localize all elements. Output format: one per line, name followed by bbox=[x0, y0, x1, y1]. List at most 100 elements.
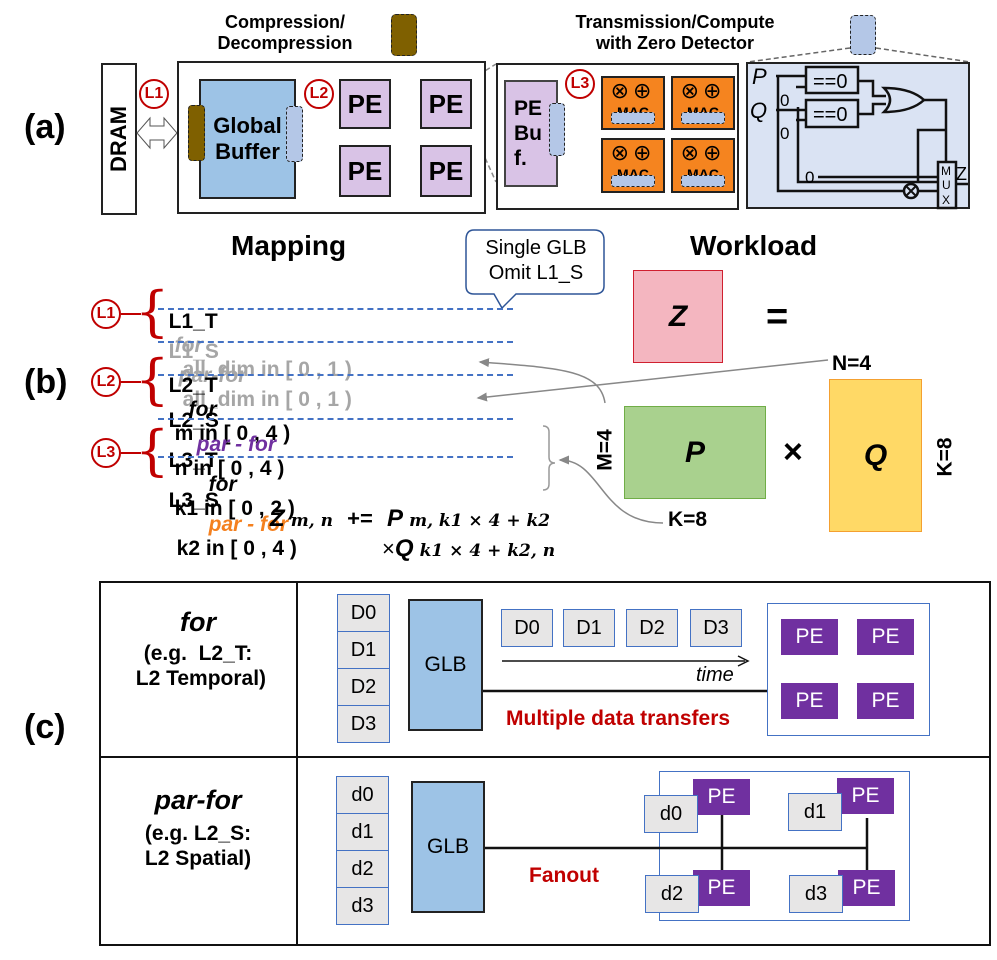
zero-detector-mac bbox=[681, 175, 725, 187]
loop-body: all_dim in [ 0 , 1 ) bbox=[182, 388, 352, 411]
mac-unit: ⊗⊕ MAC bbox=[601, 138, 665, 193]
eq-z: Z bbox=[270, 505, 285, 532]
loop-keyword: par - for bbox=[196, 433, 277, 456]
loop-body: k2 in [ 0 , 4 ) bbox=[176, 537, 297, 560]
row-for-title: for bbox=[180, 607, 216, 637]
zoom-line-circuit-left bbox=[747, 47, 851, 63]
pe-block: PE bbox=[838, 870, 895, 906]
loop-divider bbox=[158, 418, 513, 420]
matrix-z-label: Z bbox=[668, 299, 688, 333]
equation-line2: ×Q k1 × 4 + k2, n bbox=[382, 535, 555, 565]
pe-buffer-line3: f. bbox=[514, 147, 527, 170]
brace-connector-l1 bbox=[121, 313, 141, 315]
or-gate bbox=[880, 86, 926, 114]
pe-buffer-line1: PE bbox=[514, 97, 543, 120]
zero-detector-mac bbox=[681, 112, 725, 124]
brace-l3: { bbox=[135, 419, 170, 482]
wire-cmp1-or bbox=[858, 79, 886, 98]
eq-op: += bbox=[347, 506, 373, 531]
panel-a-label: (a) bbox=[24, 108, 66, 146]
loop-body: n in [ 0 , 4 ) bbox=[174, 457, 285, 480]
callout-bubble bbox=[465, 229, 605, 308]
transmission-caption-line2: with Zero Detector bbox=[595, 33, 755, 53]
mac-ops-icon: ⊗⊕ bbox=[680, 140, 726, 165]
pe-block: PE bbox=[420, 145, 472, 197]
mux-letter-u: U bbox=[942, 178, 951, 192]
dim-k-p: K=8 bbox=[668, 508, 708, 531]
loop-keyword: for bbox=[208, 473, 237, 496]
mac-unit: ⊗⊕ MAC bbox=[671, 138, 735, 193]
transmission-caption: Transmission/Compute with Zero Detector bbox=[555, 12, 795, 54]
panel-c-label: (c) bbox=[24, 708, 66, 746]
matrix-q-label: Q bbox=[863, 438, 888, 472]
fanout-lines bbox=[485, 815, 869, 872]
mac-ops-icon: ⊗⊕ bbox=[610, 140, 656, 165]
loop-l3-s: L3_S par - for k2 in [ 0 , 4 ) bbox=[157, 465, 297, 561]
circuit-input-p: P bbox=[752, 64, 767, 89]
comparator-q-label: ==0 bbox=[813, 104, 847, 126]
zoom-line-circuit-right bbox=[875, 47, 971, 63]
row-parfor-title: par-for bbox=[154, 785, 242, 815]
loop-l2-s: L2_S par - for n in [ 0 , 4 ) bbox=[157, 385, 285, 481]
zero-const-2: 0 bbox=[780, 124, 789, 143]
pe-block: PE bbox=[857, 619, 914, 655]
workload-title: Workload bbox=[690, 230, 818, 261]
row-for-lines bbox=[483, 655, 768, 693]
mapping-title: Mapping bbox=[231, 230, 347, 261]
compression-legend-swatch bbox=[391, 14, 417, 56]
pe-data-cell: d0 bbox=[644, 795, 698, 833]
sequence-cell: D1 bbox=[563, 609, 615, 647]
mapping-badge-l3: L3 bbox=[91, 438, 121, 468]
time-label: time bbox=[696, 664, 734, 686]
brace-l2: { bbox=[135, 348, 170, 411]
comparison-table bbox=[99, 581, 991, 946]
dram-glb-arrow bbox=[136, 116, 178, 150]
mux-letter-x: X bbox=[942, 193, 950, 207]
loop-divider bbox=[158, 456, 513, 458]
compression-caption: Compression/ Decompression bbox=[205, 12, 365, 54]
equals-sign: = bbox=[766, 296, 789, 338]
pe-block: PE bbox=[420, 79, 472, 129]
mapping-badge-l2: L2 bbox=[91, 367, 121, 397]
loop-divider bbox=[158, 341, 513, 343]
mac-unit: ⊗⊕ MAC bbox=[671, 76, 735, 130]
level-badge-l3: L3 bbox=[565, 69, 595, 99]
loop-l2-t: L2_T for m in [ 0 , 4 ) bbox=[157, 350, 291, 446]
loop-name: L1_S bbox=[168, 340, 219, 363]
loop-name: L3_S bbox=[168, 489, 219, 512]
row-parfor-desc-line2: L2 Spatial) bbox=[144, 847, 252, 870]
brace-l1: { bbox=[135, 280, 170, 343]
callout-line1: Single GLB bbox=[485, 237, 587, 259]
equation-line1: Z m, n += P m, k1 × 4 + k2 bbox=[270, 505, 555, 535]
l3-bracket bbox=[542, 425, 556, 491]
pe-data-cell: d2 bbox=[645, 875, 699, 913]
matrix-q: Q bbox=[829, 379, 922, 532]
row-for-desc-line1: (e.g. L2_T: bbox=[143, 642, 253, 665]
row-parfor-desc-line1: (e.g. L2_S: bbox=[144, 822, 252, 845]
row-parfor-desc: par-for (e.g. L2_S: L2 Spatial) bbox=[100, 785, 296, 871]
data-stack-cell: D3 bbox=[337, 705, 390, 743]
callout-line2: Omit L1_S bbox=[488, 262, 584, 284]
matrix-p-label: P bbox=[684, 435, 705, 469]
arrow-n-to-l2s bbox=[476, 359, 829, 402]
wire-or-mux bbox=[921, 98, 948, 162]
dram-block: DRAM bbox=[101, 63, 137, 215]
compression-caption-line1: Compression/ bbox=[224, 12, 346, 32]
sequence-cell: D2 bbox=[626, 609, 678, 647]
eq-p: P bbox=[386, 505, 403, 532]
global-buffer-line2: Buffer bbox=[215, 139, 280, 164]
equation: Z m, n += P m, k1 × 4 + k2 ×Q k1 × 4 + k… bbox=[270, 505, 555, 565]
zero-detector-mac bbox=[611, 175, 655, 187]
time-arrowhead bbox=[737, 655, 750, 667]
mux-letter-m: M bbox=[941, 164, 951, 178]
loop-divider bbox=[158, 308, 513, 310]
pe-block: PE bbox=[781, 683, 838, 719]
pe-block: PE bbox=[837, 778, 894, 814]
brace-connector-l3 bbox=[121, 452, 141, 454]
loop-name: L2_S bbox=[168, 409, 219, 432]
zero-detector-circuit: P Q ==0 ==0 0 0 0 M U X Z bbox=[746, 62, 970, 210]
wire-select-branch bbox=[916, 128, 946, 182]
callout-text: Single GLB Omit L1_S bbox=[466, 236, 606, 286]
loop-name: L2_T bbox=[168, 374, 218, 397]
pe-data-cell: d3 bbox=[789, 875, 843, 913]
